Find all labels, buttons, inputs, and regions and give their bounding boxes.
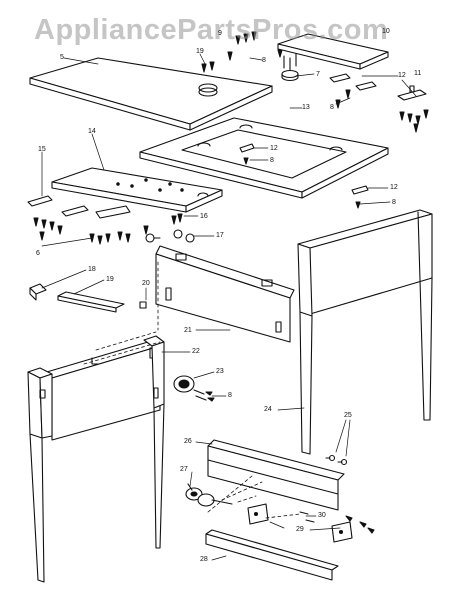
watermark: AppliancePartsPros.com (34, 14, 389, 46)
callout-24: 24 (264, 406, 272, 413)
callout-16: 16 (200, 213, 208, 220)
callout-27: 27 (180, 466, 188, 473)
callout-14: 14 (88, 128, 96, 135)
left-front-leg (27, 367, 53, 583)
callout-15: 15 (38, 146, 46, 153)
left-rear-leg (143, 335, 165, 549)
part-7-hinge (281, 53, 299, 82)
part-16-17-fasteners (145, 213, 195, 243)
leader-lines (41, 53, 417, 561)
callout-5: 5 (60, 54, 64, 61)
part-29-brackets (247, 503, 353, 543)
callout-29: 29 (296, 526, 304, 533)
callout-11: 11 (414, 70, 422, 77)
callout-17: 17 (216, 232, 224, 239)
callout-30: 30 (318, 512, 326, 519)
part-14-drawer-board (51, 167, 223, 213)
callout-7: 7 (316, 71, 320, 78)
callout-8-top: 8 (262, 57, 266, 64)
callout-13: 13 (302, 104, 310, 111)
callout-12-top: 12 (398, 72, 406, 79)
part-27-lock (185, 483, 233, 507)
callout-9: 9 (218, 30, 222, 37)
callout-28: 28 (200, 556, 208, 563)
part-19-runner (57, 291, 125, 313)
callout-8-lower: 8 (392, 199, 396, 206)
callout-12-mid: 12 (270, 145, 278, 152)
callout-19-lower: 19 (106, 276, 114, 283)
callout-20: 20 (142, 280, 150, 287)
part-10-small-panel (277, 33, 389, 70)
part-23-hinge (173, 375, 215, 402)
callout-12-lower: 12 (390, 184, 398, 191)
callout-8-right: 8 (330, 104, 334, 111)
part-13-frame (139, 117, 389, 199)
part-11-bracket (397, 85, 429, 133)
callout-19-top: 19 (196, 48, 204, 55)
part-15-brackets (27, 195, 131, 241)
part-24-right-frame (297, 209, 433, 455)
callout-18: 18 (88, 266, 96, 273)
callout-22: 22 (192, 348, 200, 355)
callout-23: 23 (216, 368, 224, 375)
callout-21: 21 (184, 327, 192, 334)
part-5-top-panel (29, 57, 273, 131)
part-18-block (29, 283, 47, 301)
assembly-dash-lines (83, 261, 301, 519)
callout-8-hinge: 8 (228, 392, 232, 399)
part-20-peg (139, 301, 147, 309)
callout-26: 26 (184, 438, 192, 445)
part-25-screws (325, 454, 348, 466)
part-22-side-rail (39, 341, 161, 441)
callout-6: 6 (36, 250, 40, 257)
callout-8-mid: 8 (270, 157, 274, 164)
part-28-bottom-rail (205, 529, 339, 581)
callout-25: 25 (344, 412, 352, 419)
part-26-drawer-front (207, 439, 345, 511)
callout-10: 10 (382, 28, 390, 35)
part-21-back-panel (155, 245, 295, 343)
part-12-plates (329, 73, 377, 109)
part-9-screws (201, 31, 283, 73)
part-6-screws (89, 225, 149, 245)
part-30-screws (299, 511, 375, 534)
